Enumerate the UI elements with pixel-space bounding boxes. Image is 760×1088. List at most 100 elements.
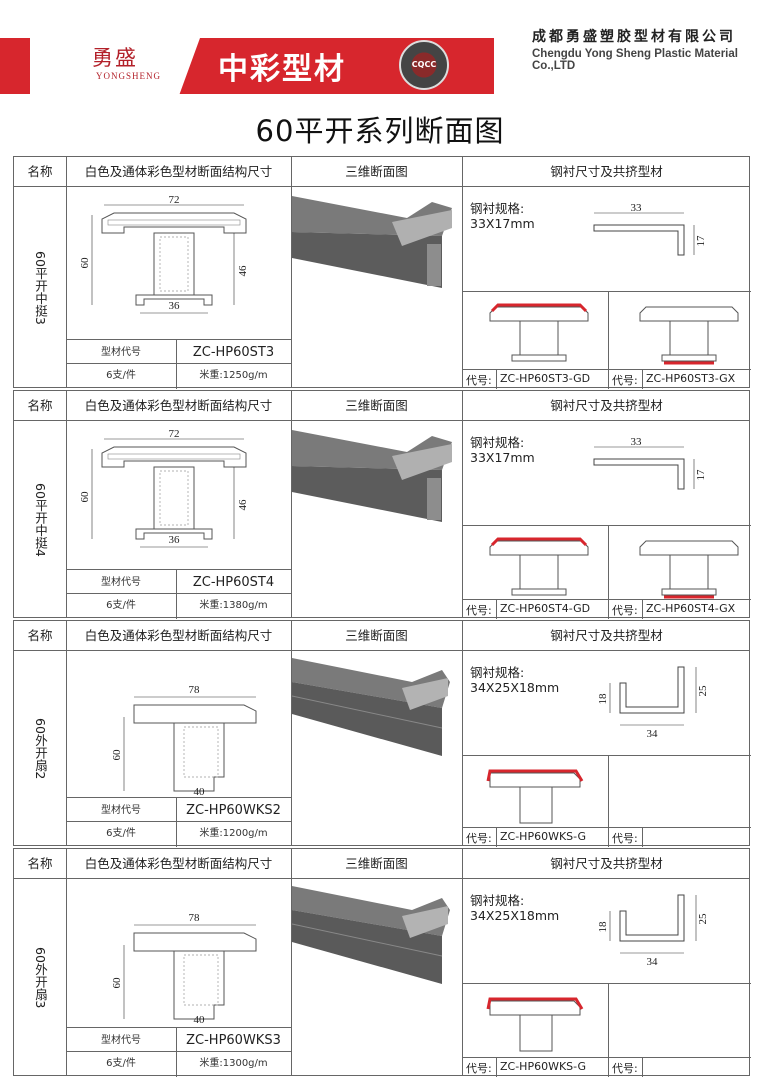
divider <box>66 1027 291 1028</box>
divider <box>66 363 291 364</box>
col-3d-header: 三维断面图 <box>345 856 408 871</box>
profile-side-face <box>292 910 442 984</box>
profile-stem <box>153 232 195 296</box>
profile-side-face <box>292 232 442 288</box>
dim-right: 46 <box>237 499 249 511</box>
divider <box>642 599 643 619</box>
steel-dim-3: 34 <box>647 728 659 740</box>
steel-dim-3: 34 <box>647 956 659 968</box>
coextruded-profile-gd <box>486 997 584 1052</box>
code-gd: ZC-HP60ST3-GD <box>500 372 591 385</box>
profile-section: 名称 白色及通体彩色型材断面结构尺寸 三维断面图 钢衬尺寸及共挤型材 60外开扇… <box>13 620 751 847</box>
steel-liner-drawing: 33 17 <box>593 202 707 256</box>
profile-bottom <box>661 354 717 362</box>
steel-liner-shape <box>619 894 685 942</box>
coextrude-red-strip <box>486 769 584 782</box>
coextruded-profile-gx <box>634 989 744 1059</box>
divider <box>462 291 751 292</box>
col-name-header: 名称 <box>27 856 53 871</box>
pieces-per-pack: 6支/件 <box>106 600 136 611</box>
divider <box>608 755 609 847</box>
company-name-en: Chengdu Yong Sheng Plastic Material Co.,… <box>532 48 738 72</box>
profile-side-face <box>292 682 442 756</box>
divider <box>66 821 291 822</box>
code-gd: ZC-HP60WKS-G <box>500 830 587 843</box>
profile-section: 名称 白色及通体彩色型材断面结构尺寸 三维断面图 钢衬尺寸及共挤型材 60平开中… <box>13 390 751 619</box>
divider <box>291 849 292 1075</box>
profile-flange <box>489 306 589 322</box>
divider <box>176 339 177 389</box>
section-header-row: 名称 白色及通体彩色型材断面结构尺寸 三维断面图 钢衬尺寸及共挤型材 <box>14 621 749 651</box>
dim-left: 60 <box>79 491 91 503</box>
profile-stem <box>519 320 559 356</box>
meter-weight: 米重:1300g/m <box>199 1058 268 1069</box>
divider <box>66 569 291 570</box>
dim-top: 78 <box>189 684 201 696</box>
divider <box>462 983 751 984</box>
dim-left: 60 <box>111 977 123 989</box>
code-label-gd: 代号: <box>466 832 492 845</box>
model-code-label: 型材代号 <box>101 577 141 588</box>
coextrude-red-strip <box>486 997 584 1010</box>
profile-name: 60平开中挺3 <box>33 251 48 325</box>
profile-name: 60外开扇2 <box>33 718 48 780</box>
steel-dim-2: 25 <box>697 913 709 925</box>
cross-section-drawing: 78 60 40 <box>111 912 257 1025</box>
col-dims-header: 白色及通体彩色型材断面结构尺寸 <box>84 164 273 179</box>
profile-stem <box>519 554 559 590</box>
divider <box>462 391 463 617</box>
coextruded-profile-gx <box>639 306 739 365</box>
steel-spec-label: 钢衬规格: <box>470 665 525 680</box>
profile-3d-view <box>292 652 462 762</box>
profile-body <box>519 786 553 824</box>
col-steel-header: 钢衬尺寸及共挤型材 <box>550 164 663 179</box>
steel-liner-outline <box>183 726 219 778</box>
col-3d-header: 三维断面图 <box>345 628 408 643</box>
code-gx: ZC-HP60ST4-GX <box>646 602 736 615</box>
divider <box>608 291 609 389</box>
profile-flange <box>489 1000 581 1016</box>
model-code: ZC-HP60ST3 <box>192 345 275 360</box>
coextruded-profile-gd <box>486 769 584 824</box>
steel-dim-height: 17 <box>695 235 707 247</box>
profile-body <box>519 1014 553 1052</box>
divider <box>291 391 292 617</box>
divider <box>496 599 497 619</box>
profile-chamber <box>107 219 241 226</box>
dim-bottom: 40 <box>194 786 206 797</box>
dim-bottom: 40 <box>194 1014 206 1025</box>
model-code: ZC-HP60WKS2 <box>186 803 281 818</box>
divider <box>642 827 643 847</box>
pieces-per-pack: 6支/件 <box>106 370 136 381</box>
profile-name: 60外开扇3 <box>33 947 48 1009</box>
coextrude-red-strip <box>490 537 588 547</box>
profile-end-face <box>402 906 448 938</box>
divider <box>462 525 751 526</box>
divider <box>176 797 177 847</box>
brand-product-line: 中彩型材 <box>218 52 346 87</box>
model-code-label: 型材代号 <box>101 1035 141 1046</box>
model-code: ZC-HP60WKS3 <box>186 1033 281 1048</box>
profile-bottom <box>661 588 717 596</box>
profile-outline <box>101 446 247 468</box>
brand-name-cn: 勇盛 <box>92 46 138 70</box>
profile-flange <box>639 306 739 322</box>
steel-spec: 钢衬规格: 34X25X18mm <box>470 893 559 923</box>
col-name-header: 名称 <box>27 398 53 413</box>
coextruded-profile-gd <box>489 537 589 596</box>
steel-dim-width: 33 <box>631 202 643 214</box>
page-title: 60平开系列断面图 <box>255 114 505 148</box>
steel-liner-drawing: 18 25 34 <box>597 894 709 968</box>
divider <box>66 391 67 617</box>
dim-right: 46 <box>237 265 249 277</box>
steel-liner-shape <box>619 666 685 714</box>
steel-dim-1: 18 <box>597 921 609 933</box>
code-gd: ZC-HP60ST4-GD <box>500 602 591 615</box>
profile-groove <box>292 923 443 957</box>
profile-stem <box>669 320 709 356</box>
steel-dim-width: 33 <box>631 436 643 448</box>
profile-bottom <box>135 528 213 540</box>
dim-top: 78 <box>189 912 201 924</box>
brand-box <box>30 38 200 94</box>
code-label-gd: 代号: <box>466 1062 492 1075</box>
